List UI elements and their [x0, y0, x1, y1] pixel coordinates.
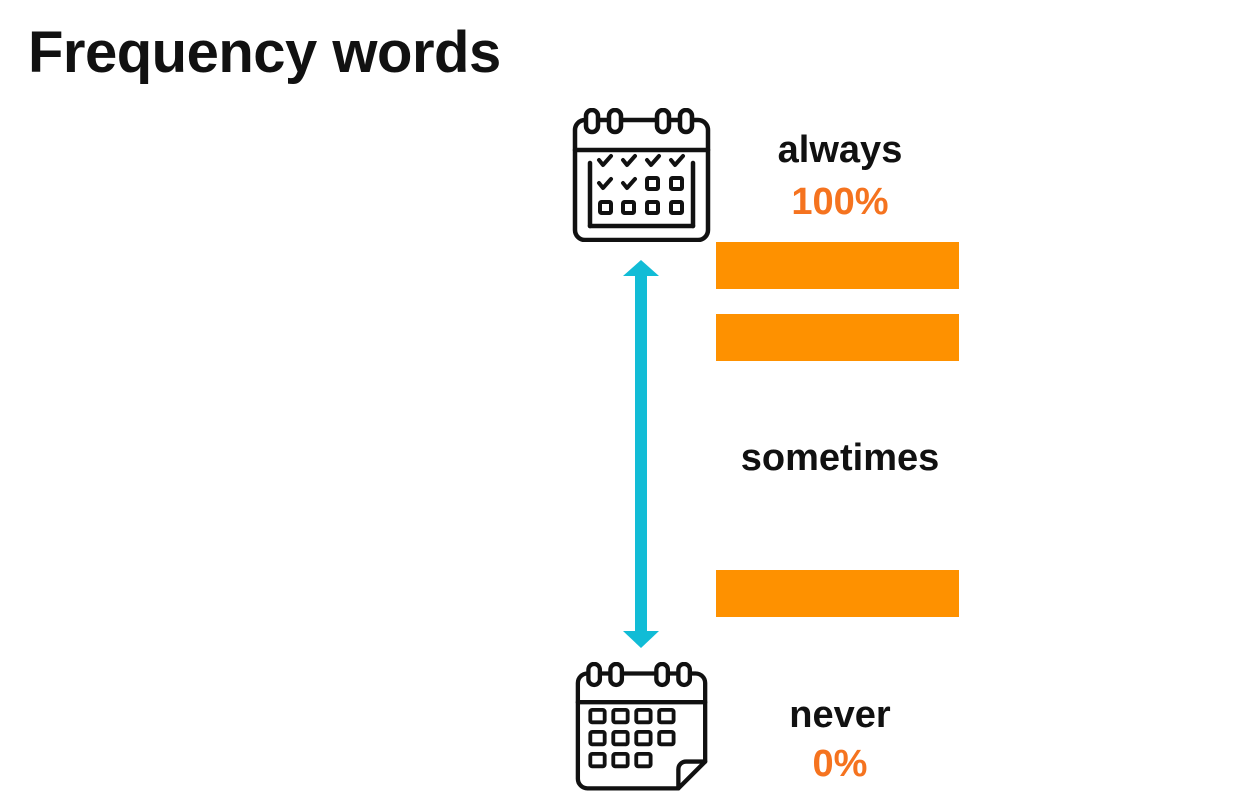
calendar-empty-icon: [575, 662, 708, 791]
word-never: never: [789, 694, 891, 736]
word-always: always: [777, 129, 903, 171]
answer-blank-3[interactable]: [716, 570, 959, 617]
double-headed-vertical-arrow-icon: [623, 260, 659, 648]
calendar-all-checked-icon: [572, 108, 711, 242]
answer-blank-1[interactable]: [716, 242, 959, 289]
percent-never: 0%: [812, 743, 868, 785]
answer-blank-2[interactable]: [716, 314, 959, 361]
page-title: Frequency words: [28, 20, 501, 85]
percent-always: 100%: [791, 181, 889, 223]
word-sometimes: sometimes: [740, 437, 940, 479]
